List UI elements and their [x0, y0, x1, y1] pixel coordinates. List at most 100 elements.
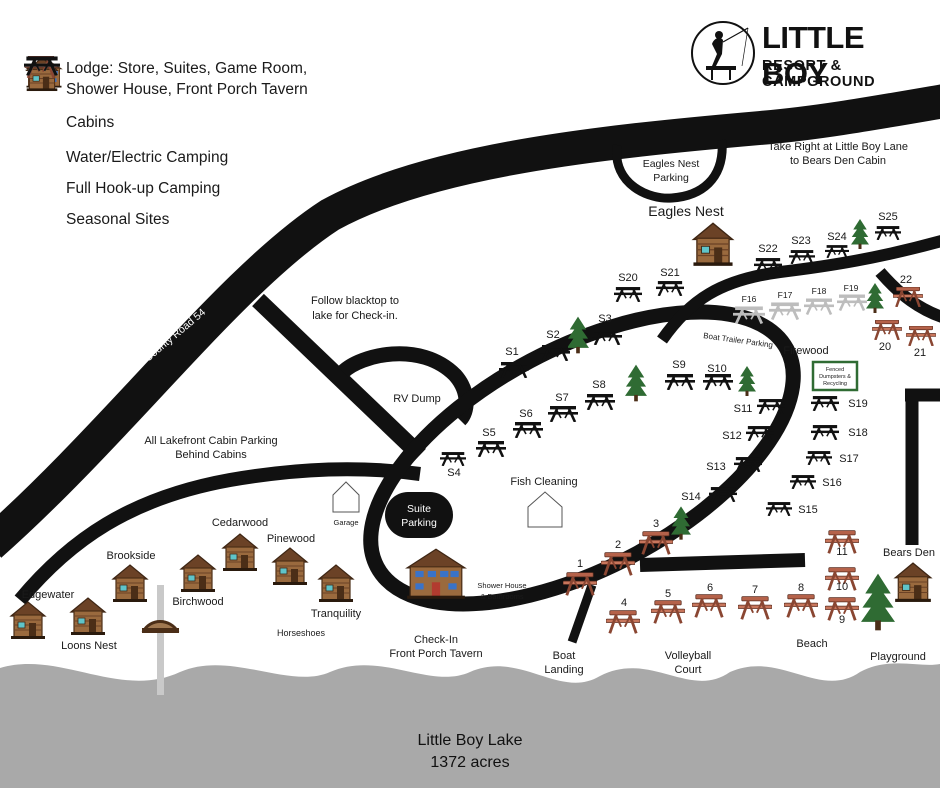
- site-label-s5: S5: [482, 427, 495, 439]
- legend-item-cabins: Cabins: [24, 102, 364, 142]
- svg-text:Dumpsters &: Dumpsters &: [819, 374, 851, 380]
- site-label-s23: S23: [791, 235, 811, 247]
- site-label-s16: S16: [822, 477, 842, 489]
- seasonal-site-s24[interactable]: [825, 245, 849, 258]
- site-label-f19: F19: [844, 283, 859, 293]
- site-label-s17: S17: [839, 453, 859, 465]
- seasonal-site-s25[interactable]: [875, 226, 901, 240]
- seasonal-site-s11[interactable]: [757, 399, 785, 414]
- cabin-icon[interactable]: [692, 222, 734, 266]
- site-label-10: 10: [836, 581, 848, 593]
- volleyball-label-2: Court: [675, 664, 702, 676]
- suite-parking-label-2: Parking: [401, 517, 437, 529]
- seasonal-site-s15[interactable]: [766, 502, 792, 516]
- site-label-s9: S9: [672, 359, 685, 371]
- site-label-s11: S11: [734, 403, 753, 415]
- seasonal-site-s9[interactable]: [665, 374, 695, 390]
- seasonal-site-s3[interactable]: [592, 329, 622, 345]
- site-label-s14: S14: [681, 491, 701, 503]
- seasonal-site-s5[interactable]: [476, 441, 506, 457]
- water-electric-site-7[interactable]: [738, 596, 772, 620]
- cabin-icon[interactable]: [70, 597, 106, 636]
- site-label-20: 20: [879, 341, 891, 353]
- seasonal-site-s4[interactable]: [440, 452, 466, 466]
- cabin-icon[interactable]: [894, 562, 932, 602]
- seasonal-site-s12[interactable]: [746, 426, 774, 441]
- seasonal-site-s8[interactable]: [585, 394, 615, 410]
- right-lane: [905, 388, 940, 545]
- water-electric-site-21[interactable]: [906, 326, 936, 346]
- site-label-s18: S18: [848, 427, 868, 439]
- blacktop-label-2: lake for Check-in.: [312, 310, 398, 322]
- seasonal-site-s23[interactable]: [789, 250, 815, 264]
- site-label-2: 2: [615, 539, 621, 551]
- boat-landing-label-2: Landing: [544, 664, 583, 676]
- shower-house-label: Shower House: [477, 581, 526, 590]
- volleyball-label: Volleyball: [665, 650, 711, 662]
- seasonal-site-s20[interactable]: [614, 287, 642, 302]
- site-label-s13: S13: [706, 461, 726, 473]
- site-label-s1: S1: [505, 346, 518, 358]
- full-hookup-site-f17[interactable]: [769, 302, 801, 320]
- site-label-7: 7: [752, 584, 758, 596]
- seasonal-site-s16[interactable]: [790, 475, 816, 489]
- site-label-5: 5: [665, 588, 671, 600]
- site-label-8: 8: [798, 582, 804, 594]
- water-electric-site-5[interactable]: [651, 600, 685, 624]
- site-label-21: 21: [914, 347, 926, 359]
- lakefront-road: [14, 462, 421, 605]
- rv-dump-label: RV Dump: [393, 393, 440, 405]
- boat-landing-road: [567, 583, 597, 644]
- seasonal-site-s18[interactable]: [811, 425, 839, 440]
- firewood-label: Firewood: [783, 345, 828, 357]
- seasonal-site-s19[interactable]: [811, 396, 839, 411]
- site-label-s3: S3: [598, 313, 611, 325]
- cabin-icon[interactable]: [222, 533, 258, 572]
- site-label-f17: F17: [778, 290, 793, 300]
- site-label-s2: S2: [546, 329, 559, 341]
- cabin-label-tranquility: Tranquility: [311, 608, 362, 620]
- seasonal-site-s7[interactable]: [548, 406, 578, 422]
- seasonal-site-s10[interactable]: [703, 374, 733, 390]
- seasonal-site-s6[interactable]: [513, 422, 543, 438]
- cabin-icon[interactable]: [10, 601, 46, 640]
- suite-parking[interactable]: [385, 492, 453, 538]
- seasonal-site-s21[interactable]: [656, 281, 684, 296]
- cabin-icon[interactable]: [112, 564, 148, 603]
- cabin-icon[interactable]: [180, 554, 216, 593]
- cabin-label-pinewood: Pinewood: [267, 533, 315, 545]
- water-electric-site-6[interactable]: [692, 594, 726, 618]
- map-legend: Lodge: Store, Suites, Game Room, Shower …: [24, 56, 364, 235]
- site-label-f18: F18: [812, 286, 827, 296]
- bridge-icon: [141, 620, 180, 633]
- site-label-s12: S12: [722, 430, 742, 442]
- lake-name: Little Boy Lake: [417, 732, 523, 749]
- water-electric-site-8[interactable]: [784, 594, 818, 618]
- cabin-icon: [24, 107, 66, 137]
- cabin-icon[interactable]: [272, 547, 308, 586]
- legend-item-water-electric: Water/Electric Camping: [24, 142, 364, 173]
- water-electric-site-20[interactable]: [872, 320, 902, 340]
- seasonal-site-s2[interactable]: [540, 345, 570, 361]
- seasonal-site-s17[interactable]: [806, 451, 832, 465]
- lake-shape: [0, 663, 940, 788]
- east-road: [639, 553, 806, 572]
- svg-text:Fenced: Fenced: [826, 367, 844, 373]
- lodge-icon[interactable]: [406, 548, 466, 600]
- site-label-1: 1: [577, 558, 583, 570]
- svg-text:Recycling: Recycling: [823, 381, 847, 387]
- legend-seasonal-label: Seasonal Sites: [66, 211, 170, 228]
- site-label-f16: F16: [742, 294, 757, 304]
- water-electric-site-1[interactable]: [563, 572, 597, 596]
- full-hookup-site-f19[interactable]: [837, 294, 867, 311]
- playground-label: Playground: [870, 651, 926, 663]
- full-hookup-site-f18[interactable]: [804, 298, 834, 315]
- county-road: [0, 84, 940, 558]
- cabin-icon[interactable]: [318, 564, 354, 603]
- water-electric-site-2[interactable]: [601, 552, 635, 576]
- shower-house-label-2: & Bathrooms: [480, 592, 524, 601]
- tree-icon: [625, 364, 647, 402]
- resort-logo: LITTLE BOY RESORT & CAMPGROUND: [690, 14, 930, 94]
- water-electric-site-4[interactable]: [606, 610, 640, 634]
- site-label-s4: S4: [447, 467, 460, 479]
